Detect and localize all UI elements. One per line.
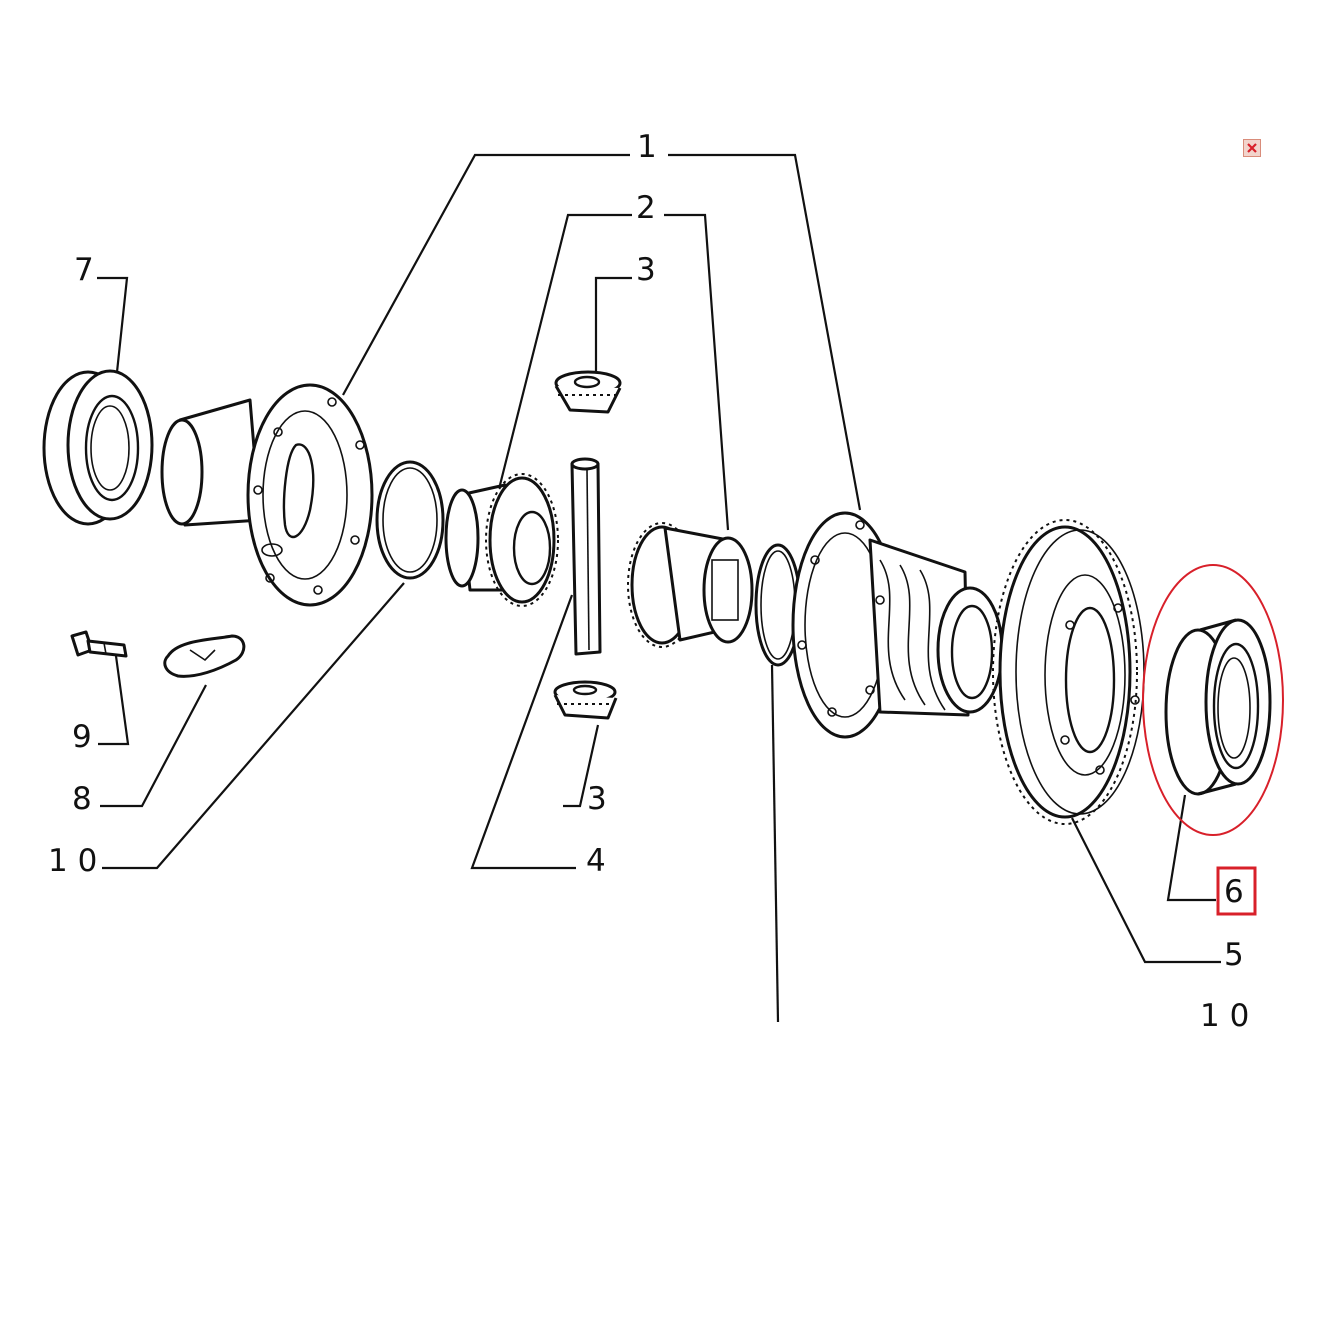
part-8-lock-plate: [163, 634, 246, 678]
part-9-bolt: [70, 630, 128, 658]
highlight-box: [1216, 866, 1257, 916]
label-5: 5: [1224, 937, 1244, 973]
part-5-crown-gear: [992, 519, 1145, 825]
label-10-right: 1 0: [1200, 998, 1249, 1034]
part-3-pinion-top: [554, 370, 622, 414]
part-3-pinion-bottom: [553, 680, 618, 720]
label-8: 8: [72, 781, 92, 817]
label-3-top: 3: [636, 252, 656, 288]
leader-lines: [97, 153, 1221, 1023]
part-6-bearing: [1164, 618, 1272, 796]
part-1-housing-left: [160, 383, 374, 607]
label-6: 6: [1224, 874, 1244, 910]
part-2-side-gear-left: [444, 473, 559, 607]
label-10-left: 1 0: [48, 843, 97, 879]
label-7: 7: [74, 252, 94, 288]
label-3-bottom: 3: [587, 781, 607, 817]
highlight-circle: [1142, 564, 1284, 836]
part-7-bearing: [42, 369, 154, 526]
label-4: 4: [586, 843, 606, 879]
label-9: 9: [72, 719, 92, 755]
part-1-housing-right: [791, 511, 1004, 739]
part-10-ring-left: [375, 460, 445, 580]
label-2: 2: [636, 190, 656, 226]
part-4-pin: [570, 457, 602, 656]
label-1: 1: [637, 129, 657, 165]
close-icon[interactable]: [1243, 139, 1261, 157]
part-2-side-gear-right: [627, 522, 754, 648]
